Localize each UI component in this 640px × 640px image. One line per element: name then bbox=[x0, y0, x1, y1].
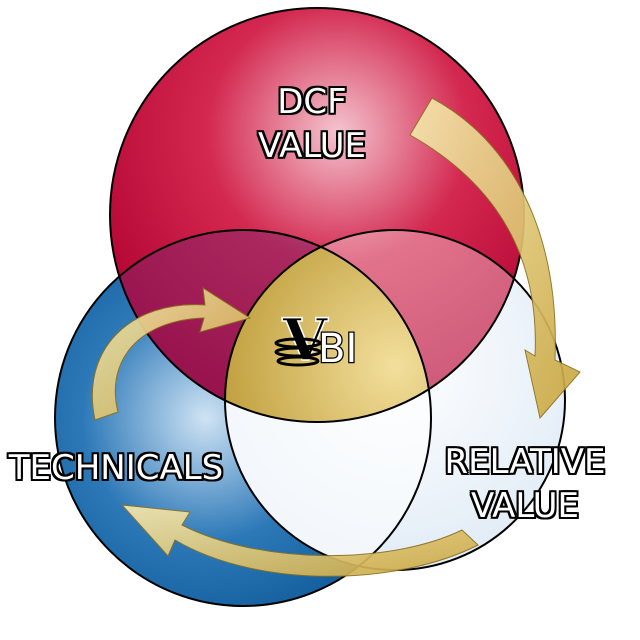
center-intersection bbox=[225, 230, 431, 422]
label-line: VALUE bbox=[471, 486, 579, 526]
label-dcf-value: DCF VALUE bbox=[232, 80, 392, 168]
label-relative-value: RELATIVE VALUE bbox=[430, 440, 620, 528]
arrow-dcf-to-relative bbox=[409, 97, 581, 420]
label-line: DCF bbox=[277, 82, 347, 122]
label-line: VALUE bbox=[258, 126, 366, 166]
arrow-technicals-to-center bbox=[91, 287, 252, 421]
label-line: RELATIVE bbox=[444, 442, 606, 482]
arrow-relative-to-technicals bbox=[120, 504, 479, 577]
vbi-logo: V BI bbox=[274, 305, 359, 375]
label-technicals: TECHNICALS bbox=[0, 446, 232, 490]
label-line: TECHNICALS bbox=[8, 448, 224, 488]
svg-text:BI: BI bbox=[318, 326, 357, 372]
